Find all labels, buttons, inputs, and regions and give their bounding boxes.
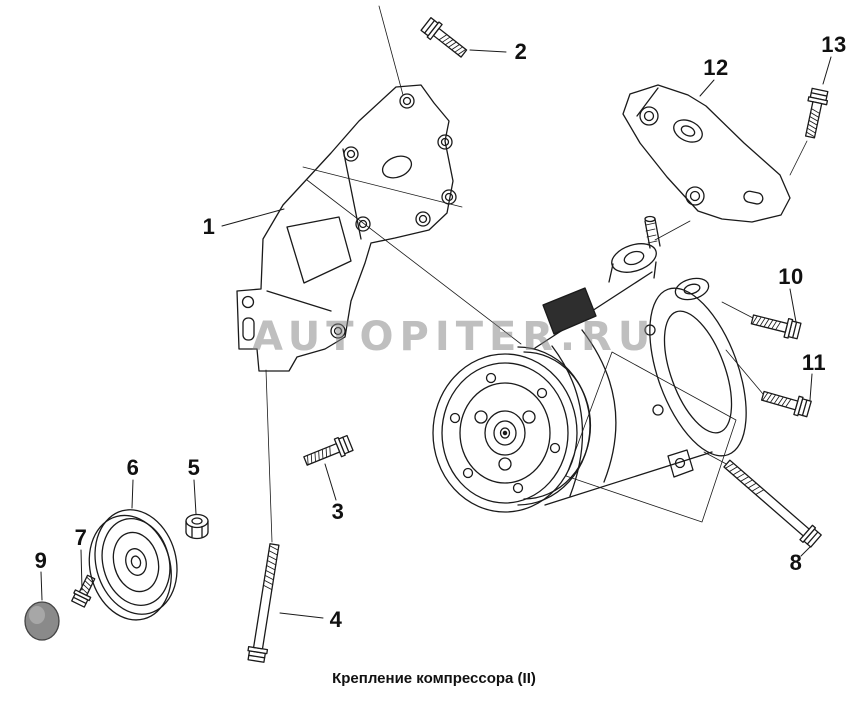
part-pulley-6: [88, 509, 178, 621]
part-bracket-12: [622, 84, 791, 223]
part-label-11: 11: [801, 350, 827, 375]
part-label-5: 5: [187, 455, 201, 480]
part-bolt-13: [800, 87, 830, 140]
part-label-3: 3: [331, 499, 345, 524]
part-stud-bolt-4: [245, 542, 285, 664]
part-cap-9: [24, 601, 60, 641]
part-label-1: 1: [202, 214, 216, 239]
part-label-2: 2: [514, 39, 528, 64]
part-bolt-8: [720, 455, 823, 549]
part-nut-5: [185, 513, 209, 540]
part-label-4: 4: [329, 607, 343, 632]
part-label-12: 12: [703, 55, 729, 80]
section-plane: [565, 351, 737, 523]
part-label-8: 8: [789, 550, 803, 575]
part-label-7: 7: [74, 525, 88, 550]
part-bolt-2: [419, 15, 471, 62]
leader-lines: [40, 49, 832, 619]
part-compressor: [432, 215, 747, 513]
diagram-caption: Крепление компрессора (II): [332, 670, 536, 687]
part-bolt-10: [749, 309, 802, 341]
part-bolt-7: [69, 572, 100, 609]
part-label-13: 13: [821, 32, 847, 57]
compressor-stud: [644, 215, 661, 249]
part-label-6: 6: [126, 455, 140, 480]
part-label-9: 9: [34, 548, 48, 573]
part-bolt-3: [301, 433, 355, 471]
part-label-10: 10: [778, 264, 804, 289]
part-bolt-11: [759, 385, 813, 419]
part-mounting-bracket: [236, 84, 457, 372]
projection-lines: [265, 5, 808, 543]
